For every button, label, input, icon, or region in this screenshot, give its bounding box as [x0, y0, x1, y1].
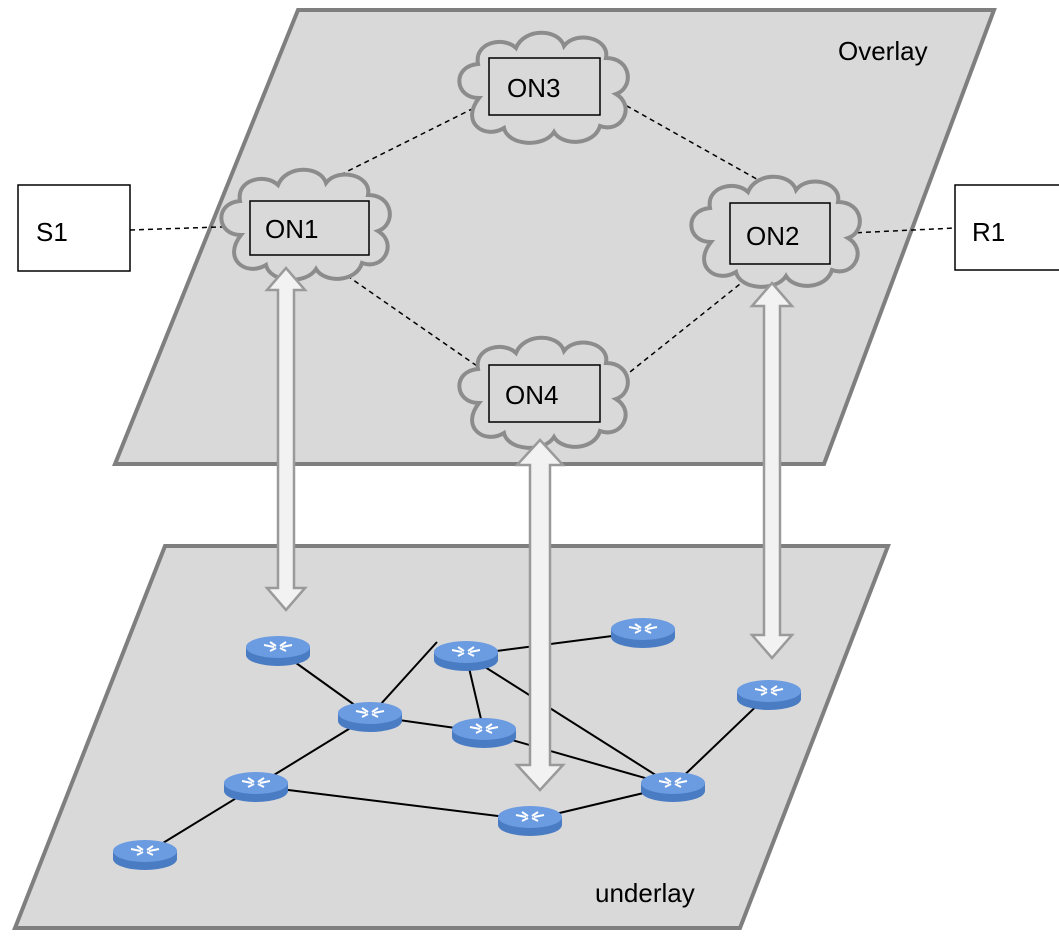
double-arrow-icon — [264, 266, 308, 612]
sender-s1: S1 — [17, 184, 131, 272]
overlay-label: Overlay — [838, 36, 928, 66]
router-icon — [433, 640, 499, 672]
svg-text:ON2: ON2 — [746, 221, 799, 251]
overlay-node-on4: ON4 — [488, 364, 601, 423]
router-icon — [112, 839, 178, 871]
svg-text:S1: S1 — [36, 217, 68, 247]
underlay-plane — [12, 544, 891, 930]
svg-text:ON1: ON1 — [265, 214, 318, 244]
underlay-label: underlay — [595, 878, 695, 908]
mapping-arrows — [264, 266, 795, 792]
router-icon — [610, 617, 676, 649]
overlay-node-on2: ON2 — [729, 202, 831, 265]
svg-text:ON3: ON3 — [507, 73, 560, 103]
router-icon — [223, 771, 289, 803]
overlay-node-on1: ON1 — [249, 200, 370, 256]
double-arrow-icon — [749, 281, 795, 660]
overlay-node-on3: ON3 — [488, 57, 601, 116]
router-icon — [736, 679, 802, 711]
router-icon — [451, 717, 517, 749]
router-icon — [337, 701, 403, 733]
receiver-r1: R1 — [954, 184, 1059, 271]
router-icon — [245, 635, 311, 667]
router-icon — [497, 805, 563, 837]
router-icon — [640, 771, 706, 803]
svg-text:R1: R1 — [972, 217, 1005, 247]
svg-text:ON4: ON4 — [505, 380, 558, 410]
double-arrow-icon — [514, 438, 566, 792]
